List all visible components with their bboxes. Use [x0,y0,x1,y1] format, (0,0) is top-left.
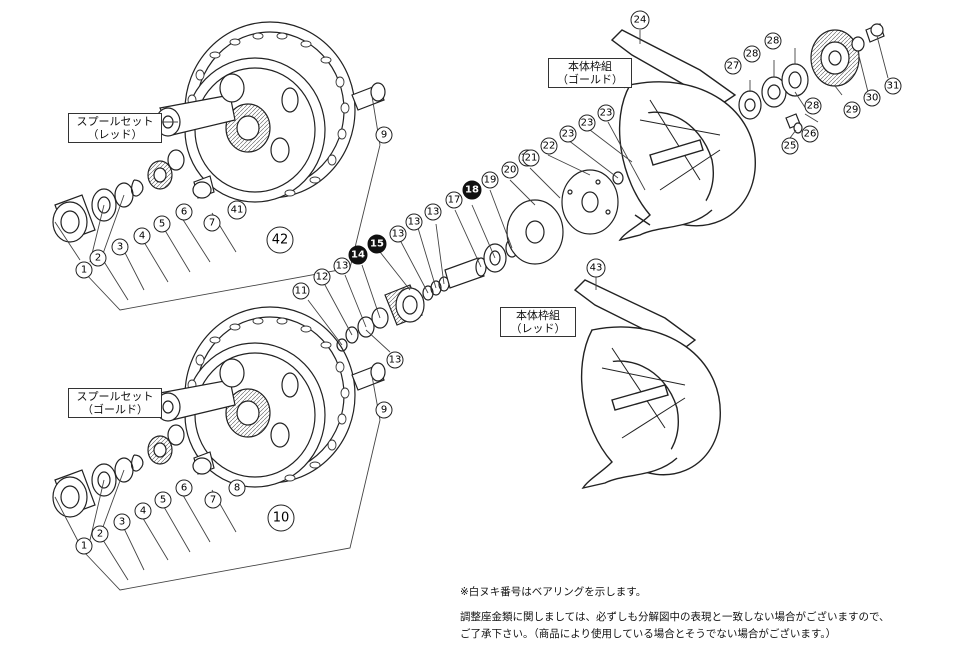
callout-body-red-text: 本体枠組 （レッド） [510,309,566,335]
frame-gold-drawing [610,29,756,242]
washer-note-line1: 調整座金類に関しましては、必ずしも分解図中の表現と一致しない場合がございますので… [460,611,890,623]
bearing-note: ※白ヌキ番号はベアリングを示します。 [460,586,647,598]
callout-body-gold: 本体枠組 （ゴールド） [548,58,632,88]
frame-red-drawing [573,279,721,490]
spool-red-drawing [155,21,356,203]
washer-note-line2: ご了承下さい。（商品により使用している場合とそうでない場合がございます。） [460,628,837,640]
callout-spool-red: スプールセット （レッド） [68,113,162,143]
drag-parts [738,23,885,134]
shaft-parts [336,154,651,352]
spool-gold-drawing [155,306,356,488]
callout-spool-gold: スプールセット （ゴールド） [68,388,162,418]
callout-spool-red-text: スプールセット （レッド） [76,115,154,141]
callout-body-red: 本体枠組 （レッド） [500,307,576,337]
spool-gold-parts [52,362,386,518]
callout-body-gold-text: 本体枠組 （ゴールド） [557,60,623,86]
callout-spool-gold-text: スプールセット （ゴールド） [76,390,154,416]
